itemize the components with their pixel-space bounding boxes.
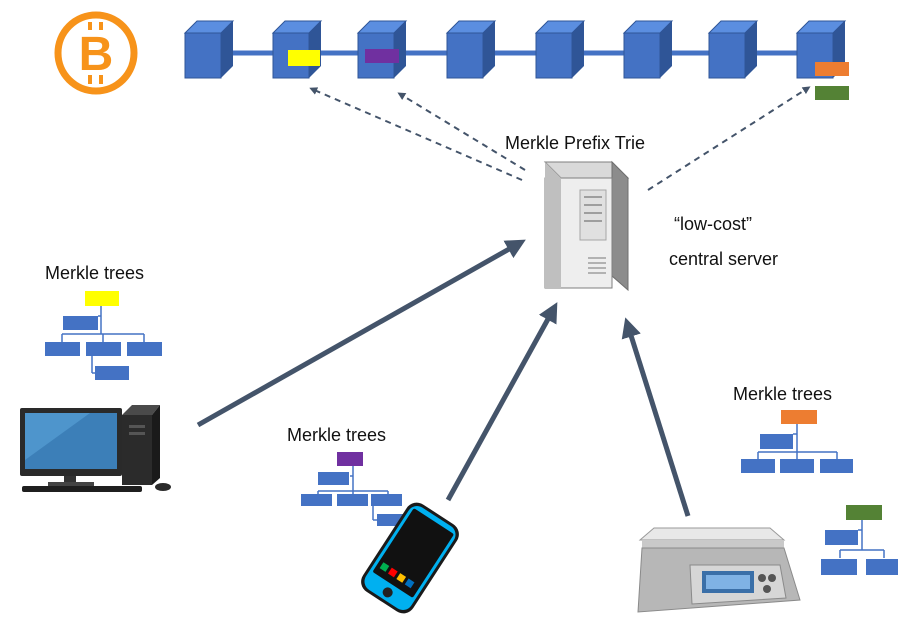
server-description-line2: central server — [669, 249, 778, 269]
block-1 — [183, 20, 235, 79]
upload-arrow-phone — [445, 302, 558, 502]
server-title: Merkle Prefix Trie — [505, 133, 645, 153]
block-4 — [445, 20, 497, 79]
upload-arrow-scale — [621, 317, 691, 517]
merkle-trees-label-desktop: Merkle trees — [45, 263, 144, 283]
tree-node — [95, 366, 129, 380]
tree-root-purple — [337, 452, 363, 466]
block-5 — [534, 20, 586, 79]
commit-arrow-1 — [309, 87, 523, 181]
block-6 — [622, 20, 674, 79]
tree-root-yellow — [85, 291, 119, 306]
tx-marker-green — [815, 86, 849, 100]
smartphone-icon — [361, 502, 459, 614]
server-icon — [543, 160, 630, 292]
tx-marker-yellow — [288, 50, 320, 66]
server-description-line1: “low-cost” — [674, 214, 752, 234]
blockchain — [183, 20, 847, 79]
merkle-tree-scale-orange — [757, 424, 838, 460]
tree-node — [371, 494, 402, 506]
tree-node — [63, 316, 98, 330]
upload-arrows — [196, 239, 691, 517]
tree-node — [86, 342, 121, 356]
tree-node — [45, 342, 80, 356]
block-7 — [707, 20, 759, 79]
tree-root-orange — [781, 410, 817, 424]
tree-node — [821, 559, 857, 575]
tree-root-green — [846, 505, 882, 520]
tree-node — [741, 459, 775, 473]
tree-node — [825, 530, 858, 545]
merkle-trees-label-phone: Merkle trees — [287, 425, 386, 445]
tree-node — [301, 494, 332, 506]
tx-marker-orange — [815, 62, 849, 76]
commit-arrow-3 — [647, 86, 811, 191]
tree-node — [780, 459, 814, 473]
tree-node — [866, 559, 898, 575]
commit-arrows — [309, 86, 811, 191]
merkle-tree-scale-green — [839, 520, 885, 558]
tree-node — [820, 459, 853, 473]
tx-marker-purple — [365, 49, 399, 63]
merkle-tree-desktop — [61, 306, 145, 374]
commit-arrow-2 — [397, 92, 526, 171]
tree-node — [127, 342, 162, 356]
tree-node — [760, 434, 793, 449]
block-2 — [271, 20, 323, 79]
bitcoin-logo-icon: B — [54, 11, 138, 95]
desktop-computer-icon — [20, 405, 171, 492]
kitchen-scale-icon — [637, 527, 801, 613]
upload-arrow-desktop — [196, 239, 526, 428]
tree-node — [337, 494, 368, 506]
merkle-trees-label-scale: Merkle trees — [733, 384, 832, 404]
tree-node — [318, 472, 349, 485]
svg-text:B: B — [79, 28, 114, 81]
